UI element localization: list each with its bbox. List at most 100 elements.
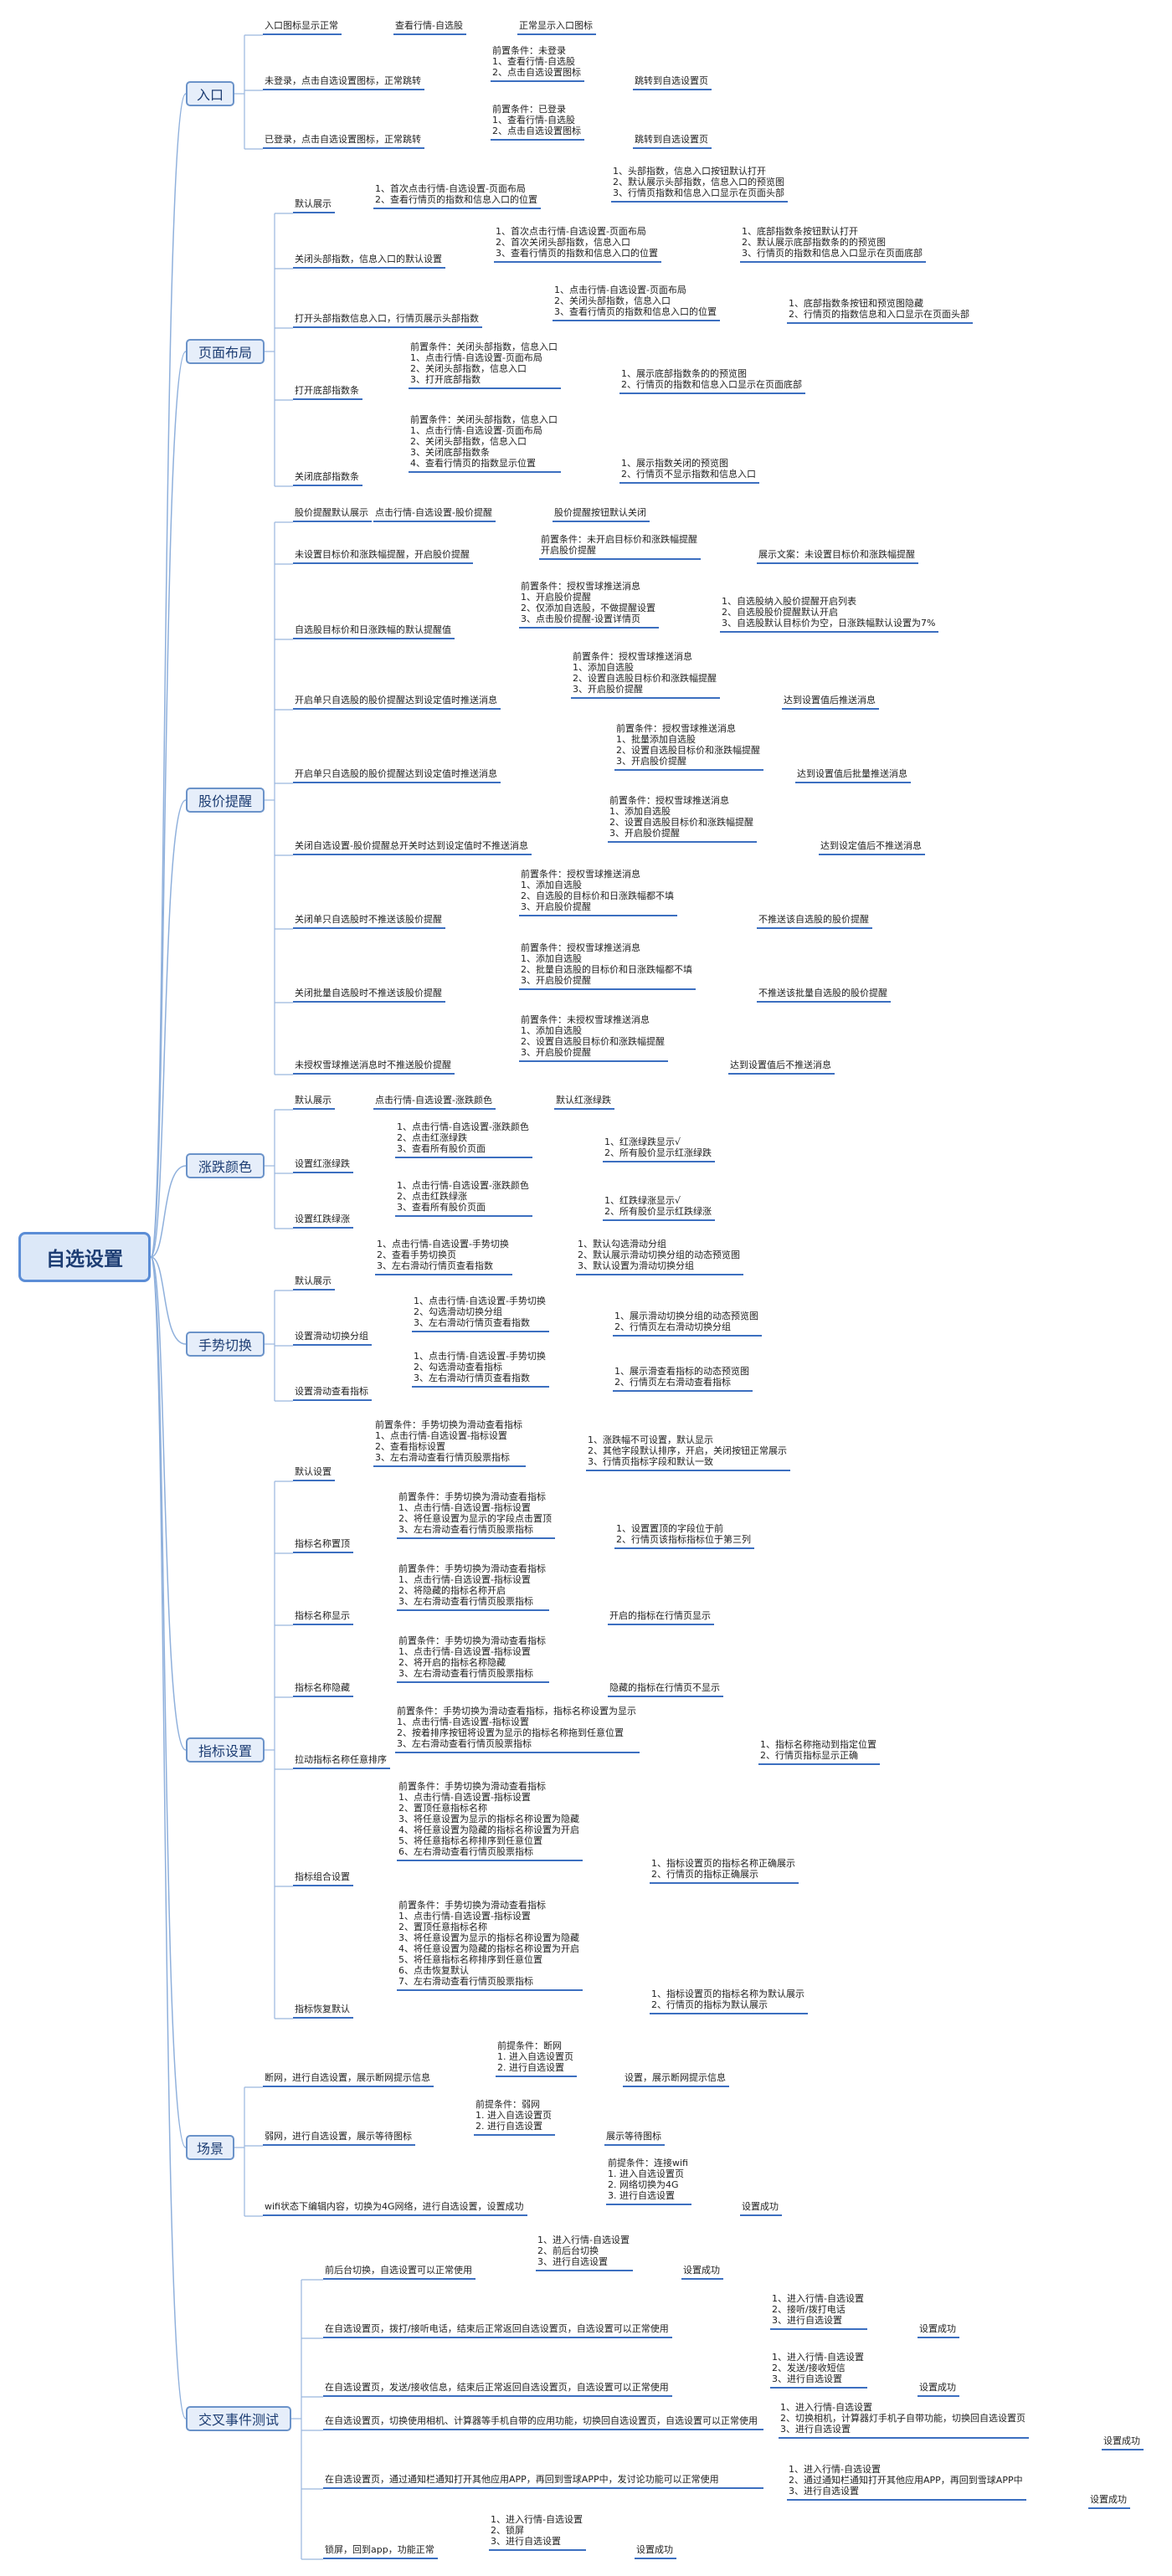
case-steps: 1、首次点击行情-自选设置-页面布局 2、查看行情页的指数和信息入口的位置 <box>373 183 541 209</box>
case-title: 在自选设置页，切换使用相机、计算器等手机自带的应用功能，切换回自选设置页，自选设… <box>323 2415 763 2430</box>
case-steps: 点击行情-自选设置-股价提醒 <box>373 507 496 522</box>
case-steps: 1、点击行情-自选设置-手势切换 2、查看手势切换页 3、左右滑动行情页查看指数 <box>375 1239 512 1275</box>
case-title: 开启单只自选股的股价提醒达到设定值时推送消息 <box>293 768 501 783</box>
case-expected: 1、指标设置页的指标名称为默认展示 2、行情页的指标为默认展示 <box>650 1988 808 2014</box>
case-expected: 设置成功 <box>1102 2435 1144 2450</box>
case-title: 弱网，进行自选设置，展示等待图标 <box>263 2131 415 2146</box>
case-title: 设置红跌绿涨 <box>293 1214 353 1229</box>
case-title: 关闭底部指数条 <box>293 471 362 486</box>
case-title: 断网，进行自选设置，展示断网提示信息 <box>263 2072 434 2087</box>
case-title: 默认设置 <box>293 1466 335 1481</box>
case-expected: 1、红涨绿跌显示√ 2、所有股价显示红涨绿跌 <box>603 1137 715 1162</box>
case-steps: 前置条件：未登录 1、查看行情-自选股 2、点击自选设置图标 <box>491 45 584 82</box>
case-expected: 1、默认勾选滑动分组 2、默认展示滑动切换分组的动态预览图 3、默认设置为滑动切… <box>576 1239 743 1275</box>
case-title: 指标组合设置 <box>293 1871 353 1886</box>
case-steps: 1、点击行情-自选设置-页面布局 2、关闭头部指数，信息入口 3、查看行情页的指… <box>553 285 720 321</box>
case-expected: 1、红跌绿涨显示√ 2、所有股价显示红跌绿涨 <box>603 1195 715 1221</box>
case-expected: 设置成功 <box>1088 2494 1130 2509</box>
case-expected: 默认红涨绿跌 <box>554 1095 614 1110</box>
case-title: wifi状态下编辑内容，切换为4G网络，进行自选设置，设置成功 <box>263 2201 527 2216</box>
case-steps: 1、首次点击行情-自选设置-页面布局 2、首次关闭头部指数，信息入口 3、查看行… <box>494 226 661 263</box>
case-steps: 前置条件：手势切换为滑动查看指标 1、点击行情-自选设置-指标设置 2、将开启的… <box>397 1635 549 1683</box>
case-expected: 1、展示底部指数条的的预览图 2、行情页的指数和信息入口显示在页面底部 <box>619 368 805 394</box>
case-expected: 跳转到自选设置页 <box>633 134 712 149</box>
case-steps: 前置条件：授权雪球推送消息 1、添加自选股 2、自选股的目标价和日涨跌幅都不填 … <box>519 869 677 916</box>
case-title: 关闭单只自选股时不推送该股价提醒 <box>293 914 445 929</box>
case-expected: 开启的指标在行情页显示 <box>608 1610 714 1625</box>
case-steps: 前置条件：授权雪球推送消息 1、批量添加自选股 2、设置自选股目标价和涨跌幅提醒… <box>614 723 763 771</box>
case-title: 打开底部指数条 <box>293 385 362 400</box>
case-steps: 1、点击行情-自选设置-手势切换 2、勾选滑动查看指标 3、左右滑动行情页查看指… <box>412 1351 549 1388</box>
category-gesture: 手势切换 <box>186 1332 265 1357</box>
case-expected: 1、指标设置页的指标名称正确展示 2、行情页的指标正确展示 <box>650 1858 799 1884</box>
case-title: 打开头部指数信息入口，行情页展示头部指数 <box>293 313 482 328</box>
case-title: 默认展示 <box>293 198 335 213</box>
case-steps: 点击行情-自选设置-涨跌颜色 <box>373 1095 496 1110</box>
case-title: 股价提醒默认展示 <box>293 507 372 522</box>
case-steps: 1、进入行情-自选设置 2、锁屏 3、进行自选设置 <box>489 2514 586 2551</box>
category-entry: 入口 <box>186 81 234 106</box>
case-expected: 1、指标名称拖动到指定位置 2、行情页指标显示正确 <box>758 1739 880 1765</box>
case-expected: 正常显示入口图标 <box>517 20 596 35</box>
case-title: 未登录，点击自选设置图标，正常跳转 <box>263 75 424 90</box>
case-title: 关闭自选设置-股价提醒总开关时达到设定值时不推送消息 <box>293 840 532 855</box>
case-steps: 前置条件：关闭头部指数，信息入口 1、点击行情-自选设置-页面布局 2、关闭头部… <box>409 414 561 473</box>
case-expected: 1、展示指数关闭的预览图 2、行情页不显示指数和信息入口 <box>619 458 759 484</box>
case-steps: 查看行情-自选股 <box>393 20 466 35</box>
case-expected: 1、涨跌幅不可设置，默认显示 2、其他字段默认排序，开启，关闭按钮正常展示 3、… <box>586 1434 790 1471</box>
case-expected: 设置成功 <box>740 2201 782 2216</box>
case-expected: 展示文案：未设置目标价和涨跌幅提醒 <box>757 549 918 564</box>
category-layout: 页面布局 <box>186 339 265 364</box>
case-steps: 1、进入行情-自选设置 2、通过通知栏通知打开其他应用APP，再回到雪球APP中… <box>787 2464 1026 2501</box>
case-expected: 设置，展示断网提示信息 <box>623 2072 729 2087</box>
case-expected: 达到设置值后不推送消息 <box>728 1060 835 1075</box>
case-title: 拉动指标名称任意排序 <box>293 1754 390 1769</box>
case-title: 指标名称隐藏 <box>293 1682 353 1697</box>
case-title: 关闭头部指数，信息入口的默认设置 <box>293 254 445 269</box>
case-expected: 1、自选股纳入股价提醒开启列表 2、自选股股价提醒默认开启 3、自选股默认目标价… <box>720 596 939 633</box>
case-expected: 1、展示滑动切换分组的动态预览图 2、行情页左右滑动切换分组 <box>613 1311 762 1337</box>
case-expected: 1、底部指数条按钮和预览图隐藏 2、行情页的指数信息和入口显示在页面头部 <box>787 298 973 324</box>
case-steps: 前置条件：手势切换为滑动查看指标 1、点击行情-自选设置-指标设置 2、将任意设… <box>397 1491 555 1539</box>
case-title: 在自选设置页，拨打/接听电话，结束后正常返回自选设置页，自选设置可以正常使用 <box>323 2323 672 2338</box>
case-title: 在自选设置页，发送/接收信息，结束后正常返回自选设置页，自选设置可以正常使用 <box>323 2382 672 2397</box>
category-cross-event: 交叉事件测试 <box>186 2406 291 2431</box>
case-expected: 达到设定值后不推送消息 <box>819 840 925 855</box>
case-title: 指标恢复默认 <box>293 2004 353 2019</box>
case-expected: 1、设置置顶的字段位于前 2、行情页该指标指标位于第三列 <box>614 1523 754 1549</box>
case-steps: 1、点击行情-自选设置-手势切换 2、勾选滑动切换分组 3、左右滑动行情页查看指… <box>412 1296 549 1332</box>
connector-line <box>150 351 187 1258</box>
case-steps: 前置条件：已登录 1、查看行情-自选股 2、点击自选设置图标 <box>491 104 584 141</box>
case-title: 在自选设置页，通过通知栏通知打开其他应用APP，再回到雪球APP中，发讨论功能可… <box>323 2474 763 2489</box>
category-indicator: 指标设置 <box>186 1737 265 1763</box>
case-expected: 达到设置值后批量推送消息 <box>795 768 911 783</box>
case-steps: 前置条件：授权雪球推送消息 1、添加自选股 2、设置自选股目标价和涨跌幅提醒 3… <box>608 795 757 843</box>
connector-line <box>150 1256 187 1751</box>
case-steps: 前置条件：授权雪球推送消息 1、添加自选股 2、批量自选股的目标价和日涨跌幅都不… <box>519 942 696 990</box>
connector-line <box>150 799 187 1258</box>
root-node: 自选设置 <box>18 1232 151 1282</box>
case-expected: 设置成功 <box>918 2382 959 2397</box>
case-title: 默认展示 <box>293 1095 335 1110</box>
category-price-alert: 股价提醒 <box>186 788 265 813</box>
case-title: 默认展示 <box>293 1275 335 1291</box>
case-steps: 前置条件：手势切换为滑动查看指标 1、点击行情-自选设置-指标设置 2、置顶任意… <box>397 1781 583 1861</box>
case-steps: 1、进入行情-自选设置 2、发送/接收短信 3、进行自选设置 <box>770 2352 867 2389</box>
case-steps: 前置条件：手势切换为滑动查看指标 1、点击行情-自选设置-指标设置 2、查看指标… <box>373 1419 526 1467</box>
case-steps: 1、进入行情-自选设置 2、前后台切换 3、进行自选设置 <box>536 2235 633 2271</box>
case-steps: 前置条件：关闭头部指数，信息入口 1、点击行情-自选设置-页面布局 2、关闭头部… <box>409 341 561 389</box>
case-title: 设置滑动切换分组 <box>293 1331 372 1346</box>
case-expected: 展示等待图标 <box>604 2131 665 2146</box>
case-steps: 1、点击行情-自选设置-涨跌颜色 2、点击红跌绿涨 3、查看所有股价页面 <box>395 1180 532 1217</box>
connector-line <box>150 1256 187 1345</box>
case-expected: 1、底部指数条按钮默认打开 2、默认展示底部指数条的的预览图 3、行情页的指数和… <box>740 226 926 263</box>
case-title: 自选股目标价和日涨跌幅的默认提醒值 <box>293 624 455 639</box>
case-steps: 1、进入行情-自选设置 2、切换相机，计算器灯手机子自带功能，切换回自选设置页 … <box>779 2402 1029 2439</box>
case-expected: 股价提醒按钮默认关闭 <box>553 507 650 522</box>
case-steps: 前置条件：未开启目标价和涨跌幅提醒 开启股价提醒 <box>539 534 701 560</box>
case-title: 关闭批量自选股时不推送该股价提醒 <box>293 988 445 1003</box>
case-expected: 跳转到自选设置页 <box>633 75 712 90</box>
connector-line <box>150 1165 187 1258</box>
